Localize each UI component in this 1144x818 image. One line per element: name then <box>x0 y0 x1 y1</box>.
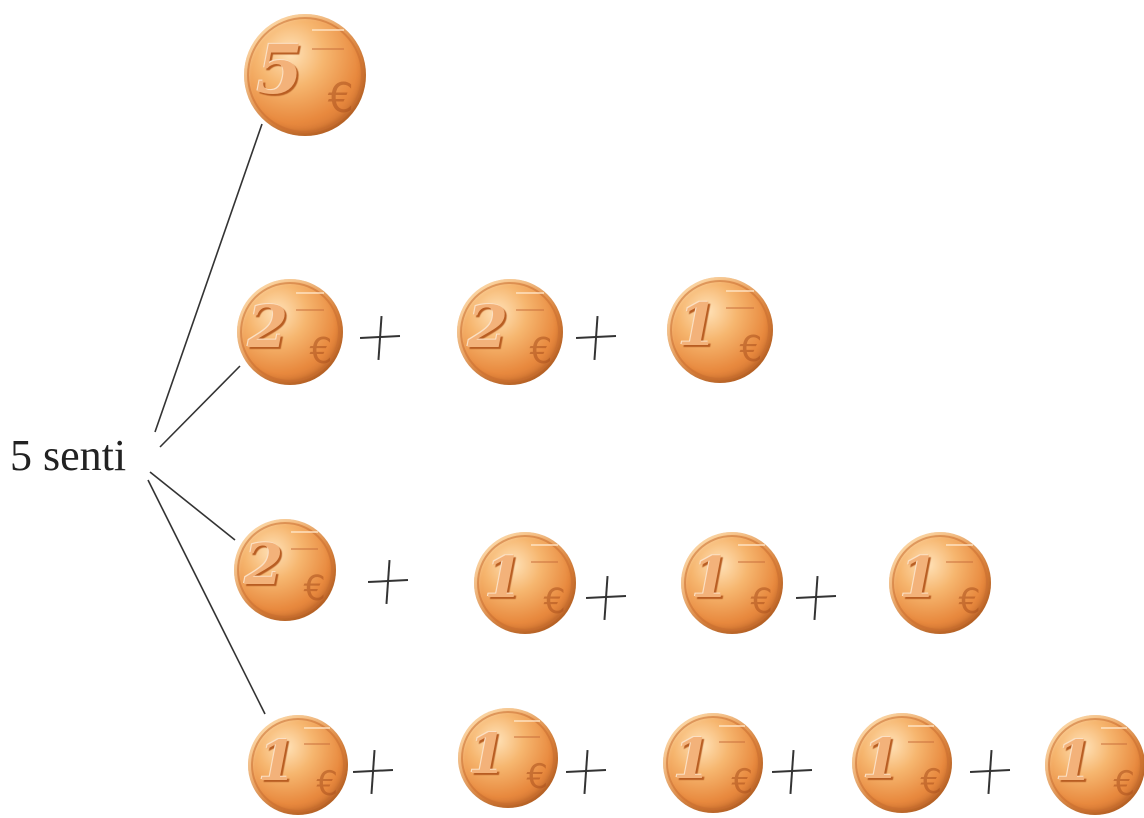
coin-2-cent: 2€ <box>237 279 343 385</box>
coin-1-cent: 1€ <box>852 713 952 813</box>
coin-2-cent: 2€ <box>457 279 563 385</box>
coin-value: 1 <box>484 545 524 612</box>
coin-1-cent: 1€ <box>663 713 763 813</box>
coin-value: 1 <box>1055 728 1094 793</box>
coin-europe-map-icon: € <box>303 568 326 609</box>
coin-rim <box>1048 718 1142 812</box>
plus-sign <box>366 560 410 604</box>
coin-rim <box>670 280 770 380</box>
coin-value: 1 <box>258 728 297 793</box>
coin-euro-mark <box>312 28 345 50</box>
coin-europe-map-icon: € <box>731 762 753 802</box>
coin-europe-map-icon: € <box>750 581 773 622</box>
plus-sign <box>968 750 1012 794</box>
coin-value: 2 <box>467 293 508 362</box>
coin-rim <box>237 522 333 618</box>
root-label: 5 senti <box>10 431 127 480</box>
coin-rim <box>247 17 363 133</box>
coin-value: 2 <box>247 293 288 362</box>
plus-sign <box>564 750 608 794</box>
coin-euro-mark <box>291 531 318 550</box>
coin-euro-mark <box>1101 727 1127 745</box>
coin-europe-map-icon: € <box>543 581 566 622</box>
coin-value: 2 <box>244 532 284 599</box>
coin-europe-map-icon: € <box>739 329 763 371</box>
coin-1-cent: 1€ <box>474 532 576 634</box>
coin-euro-mark <box>738 544 765 563</box>
branch-line-2 <box>159 365 241 448</box>
coin-value: 5 <box>256 29 303 109</box>
coin-rim <box>461 711 555 805</box>
coin-euro-mark <box>514 720 540 738</box>
coin-1-cent: 1€ <box>458 708 558 808</box>
coin-europe-map-icon: € <box>958 581 981 622</box>
coin-euro-mark <box>946 544 973 563</box>
coin-value: 1 <box>677 291 718 360</box>
coin-euro-mark <box>296 291 324 311</box>
plus-sign <box>358 316 402 360</box>
coin-1-cent: 1€ <box>1045 715 1144 815</box>
coin-1-cent: 1€ <box>667 277 773 383</box>
coin-europe-map-icon: € <box>529 331 553 373</box>
coin-1-cent: 1€ <box>889 532 991 634</box>
branch-line-4 <box>147 479 266 715</box>
coin-rim <box>460 282 560 382</box>
coin-euro-mark <box>726 289 754 309</box>
coin-euro-mark <box>304 727 330 745</box>
plus-sign <box>351 750 395 794</box>
coin-europe-map-icon: € <box>526 757 548 797</box>
coin-rim <box>251 718 345 812</box>
coin-europe-map-icon: € <box>309 331 333 373</box>
coin-1-cent: 1€ <box>681 532 783 634</box>
coin-1-cent: 1€ <box>248 715 348 815</box>
plus-sign <box>770 750 814 794</box>
coin-rim <box>892 535 988 631</box>
coin-value: 1 <box>899 545 939 612</box>
coin-euro-mark <box>516 291 544 311</box>
coin-rim <box>684 535 780 631</box>
plus-sign <box>584 576 628 620</box>
coin-europe-map-icon: € <box>327 73 354 122</box>
coin-rim <box>477 535 573 631</box>
coin-value: 1 <box>468 721 507 786</box>
coin-value: 1 <box>862 726 901 791</box>
coin-rim <box>855 716 949 810</box>
branch-line-1 <box>154 123 263 433</box>
coin-europe-map-icon: € <box>316 764 338 804</box>
coin-value: 1 <box>691 545 731 612</box>
coin-2-cent: 2€ <box>234 519 336 621</box>
coin-rim <box>240 282 340 382</box>
coin-value: 1 <box>673 726 712 791</box>
coin-euro-mark <box>531 544 558 563</box>
coin-rim <box>666 716 760 810</box>
plus-sign <box>794 576 838 620</box>
coin-europe-map-icon: € <box>1113 764 1135 804</box>
branch-line-3 <box>149 471 236 541</box>
coin-euro-mark <box>908 725 934 743</box>
coin-5-cent: 5€ <box>244 14 366 136</box>
coin-euro-mark <box>719 725 745 743</box>
coin-europe-map-icon: € <box>920 762 942 802</box>
plus-sign <box>574 316 618 360</box>
